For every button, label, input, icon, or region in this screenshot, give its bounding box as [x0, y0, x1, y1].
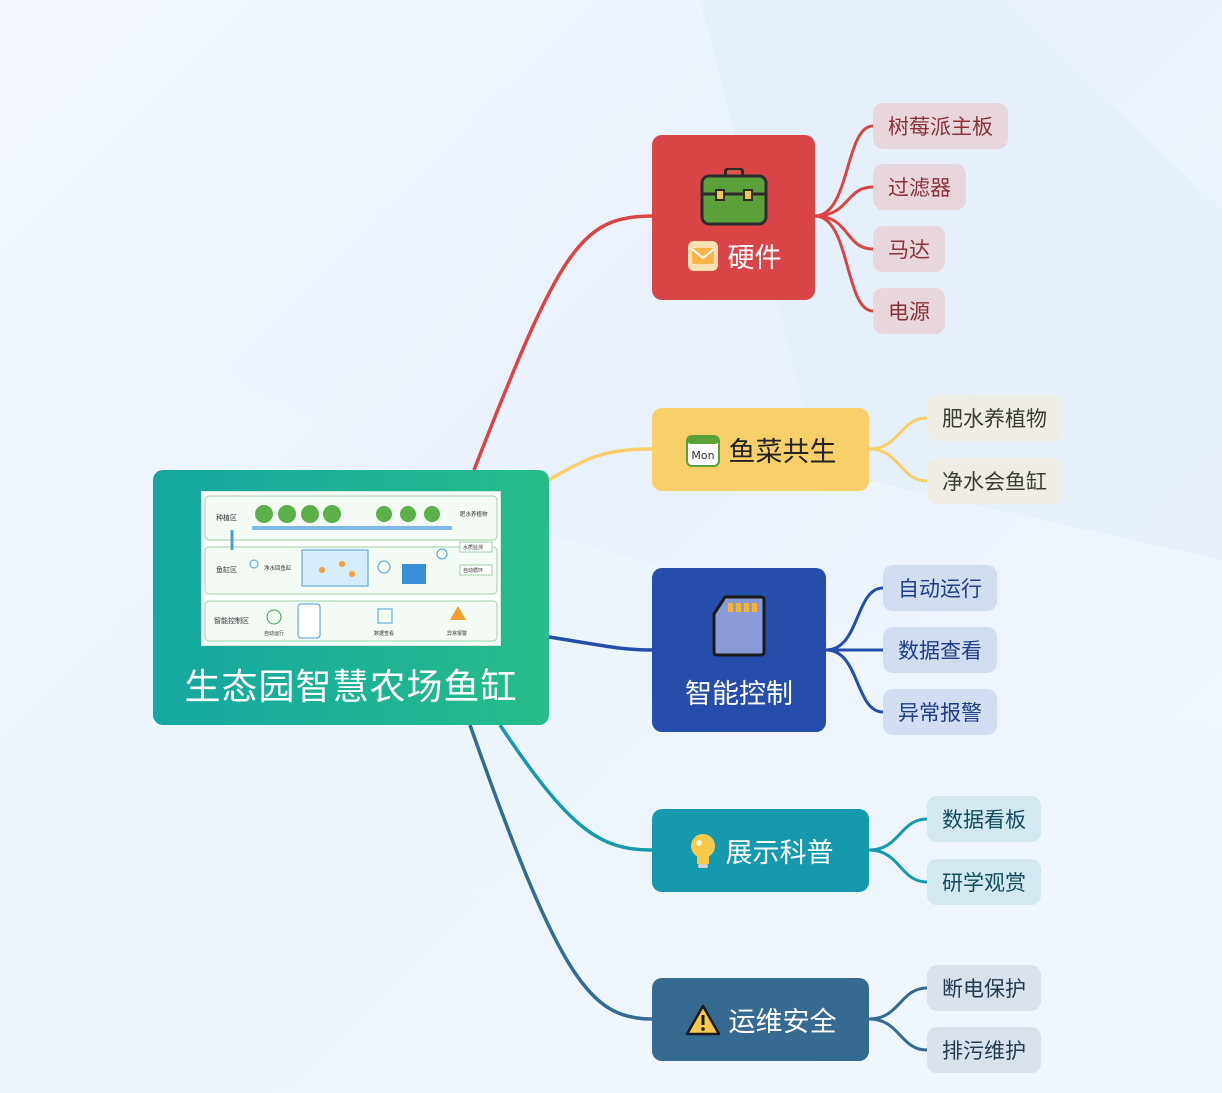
leaf-power-protection[interactable]: 断电保护 [927, 965, 1041, 1011]
thumb-label-data: 数据查看 [374, 630, 394, 637]
leaf-filter[interactable]: 过滤器 [873, 164, 966, 210]
link-ops-safety [468, 724, 653, 1021]
leaf-study-tour[interactable]: 研学观赏 [927, 859, 1041, 905]
leaf-auto-run[interactable]: 自动运行 [883, 565, 997, 611]
root-node[interactable]: 种植区 鱼缸区 智能控制区 肥水养植物 净水回鱼缸 水质监测 [153, 470, 549, 725]
leaf-raspberry-pi[interactable]: 树莓派主板 [873, 103, 1008, 149]
link-aquaponics [548, 447, 653, 482]
link-display [498, 724, 653, 852]
link-hardware [472, 214, 653, 471]
thumb-label-fertilize: 肥水养植物 [460, 510, 488, 518]
thumb-label-autocycle: 自动循环 [463, 567, 483, 574]
branch-smart-control[interactable]: 智能控制 [652, 568, 826, 732]
lightbulb-icon [690, 833, 715, 868]
leaf-alarm[interactable]: 异常报警 [883, 689, 997, 735]
branch-aquaponics[interactable]: Mon 鱼菜共生 [652, 408, 869, 491]
leaf-power[interactable]: 电源 [873, 288, 945, 334]
link-smart-control [548, 635, 653, 652]
branch-aquaponics-label: 鱼菜共生 [728, 437, 837, 468]
root-title: 生态园智慧农场鱼缸 [184, 667, 518, 708]
thumb-zone-fish: 鱼缸区 [216, 565, 237, 574]
branch-ops-safety-label: 运维安全 [728, 1007, 837, 1038]
leaf-data-view[interactable]: 数据查看 [883, 627, 997, 673]
thumb-zone-planting: 种植区 [216, 513, 237, 522]
branch-ops-safety[interactable]: 运维安全 [652, 978, 869, 1061]
branch-hardware[interactable]: 硬件 [652, 135, 815, 300]
calendar-mon-text: Mon [691, 449, 714, 462]
envelope-icon [687, 240, 718, 271]
toolbox-icon [700, 168, 767, 226]
sd-card-icon [712, 595, 766, 656]
branch-hardware-label: 硬件 [727, 243, 782, 274]
leaf-fertilize-plants[interactable]: 肥水养植物 [927, 395, 1062, 441]
aquaponics-diagram-thumbnail: 种植区 鱼缸区 智能控制区 肥水养植物 净水回鱼缸 水质监测 [201, 491, 501, 646]
leaf-dashboard[interactable]: 数据看板 [927, 796, 1041, 842]
thumb-label-auto: 自动运行 [264, 630, 284, 637]
thumb-label-monitor: 水质监测 [463, 544, 483, 551]
warning-icon [685, 1004, 720, 1035]
branch-display-label: 展示科普 [725, 838, 834, 869]
leaf-sewage-maintenance[interactable]: 排污维护 [927, 1027, 1041, 1073]
thumb-label-clean: 净水回鱼缸 [264, 564, 292, 572]
thumb-label-alarm: 异常报警 [447, 630, 467, 637]
leaf-motor[interactable]: 马达 [873, 226, 945, 272]
branch-display[interactable]: 展示科普 [652, 809, 869, 892]
calendar-mon-icon: Mon [685, 434, 720, 467]
branch-smart-control-label: 智能控制 [685, 678, 793, 710]
thumb-zone-control: 智能控制区 [214, 616, 249, 625]
leaf-clean-water[interactable]: 净水会鱼缸 [927, 458, 1062, 504]
